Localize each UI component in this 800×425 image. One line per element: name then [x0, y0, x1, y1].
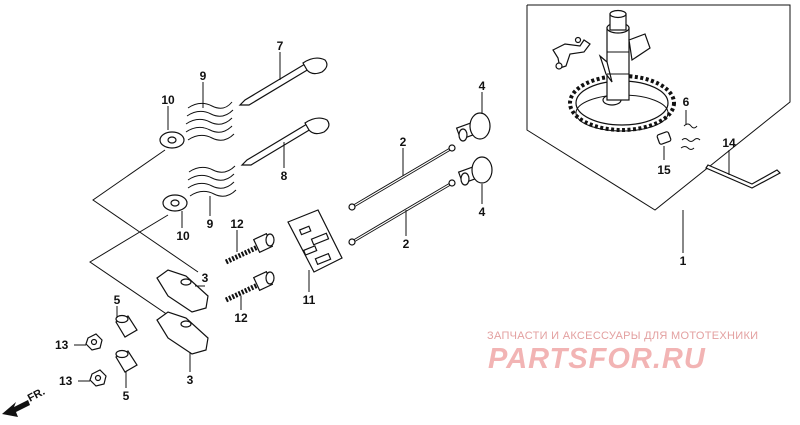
decompressor-lever — [552, 36, 591, 70]
callout-4-lower: 4 — [479, 205, 486, 219]
exhaust-valve — [240, 117, 330, 168]
watermark-caption: ЗАПЧАСТИ И АКСЕССУАРЫ ДЛЯ МОТОТЕХНИКИ — [487, 330, 759, 342]
callout-6: 6 — [683, 95, 690, 109]
callout-13-upper: 13 — [55, 338, 69, 352]
intake-valve — [238, 52, 328, 106]
adjusting-nut-upper — [115, 306, 138, 338]
spring-retainer-lower — [162, 194, 188, 228]
camshaft-gear — [568, 74, 676, 132]
callout-10-lower: 10 — [176, 229, 190, 243]
camshaft-assembly-box — [526, 4, 791, 253]
rocker-arm-upper — [156, 269, 209, 313]
callout-15: 15 — [657, 163, 671, 177]
callout-5-upper: 5 — [114, 293, 121, 307]
callout-9-upper: 9 — [200, 69, 207, 83]
valve-tappet-upper — [455, 92, 491, 142]
callout-12-lower: 12 — [234, 311, 248, 325]
lock-nut-upper — [74, 333, 103, 351]
callout-5-lower: 5 — [123, 389, 130, 403]
assembly-guide-lines — [89, 149, 199, 331]
valve-tappet-lower — [457, 156, 493, 204]
spring-retainer-upper — [159, 106, 185, 149]
callout-14: 14 — [722, 136, 736, 150]
callout-2-lower: 2 — [403, 237, 410, 251]
adjusting-nut-lower — [115, 349, 138, 388]
callout-10-upper: 10 — [161, 93, 175, 107]
pivot-bolt-upper — [224, 230, 275, 265]
push-rod-guide-plate — [287, 209, 343, 292]
direction-label: FR. — [26, 386, 47, 405]
decompressor-pin — [656, 131, 672, 160]
callout-1: 1 — [680, 254, 687, 268]
valve-spring-lower — [187, 165, 237, 216]
callout-labels: 7 9 10 8 9 10 12 12 3 3 5 5 13 13 11 2 2… — [55, 39, 736, 403]
watermark-brand: PARTSFOR.RU — [488, 343, 706, 375]
callout-3-lower: 3 — [187, 373, 194, 387]
camshaft-shaft — [598, 9, 651, 101]
push-rod-lower — [348, 179, 456, 246]
front-direction-arrow: FR. — [2, 386, 47, 417]
callout-12-upper: 12 — [230, 217, 244, 231]
push-rod-upper — [348, 144, 456, 211]
decompressor-spring — [680, 110, 701, 150]
lock-nut-lower — [78, 369, 107, 387]
rocker-arm-lower — [156, 311, 209, 372]
callout-3-upper: 3 — [202, 271, 209, 285]
callout-13-lower: 13 — [59, 374, 73, 388]
callout-9-lower: 9 — [207, 217, 214, 231]
pivot-bolt-lower — [224, 270, 275, 310]
callout-11: 11 — [303, 293, 316, 307]
callout-4-upper: 4 — [479, 79, 486, 93]
callout-7: 7 — [277, 39, 284, 53]
callout-2-upper: 2 — [400, 135, 407, 149]
callout-8: 8 — [281, 169, 288, 183]
hex-key — [705, 150, 781, 189]
valve-spring-upper — [185, 82, 235, 141]
